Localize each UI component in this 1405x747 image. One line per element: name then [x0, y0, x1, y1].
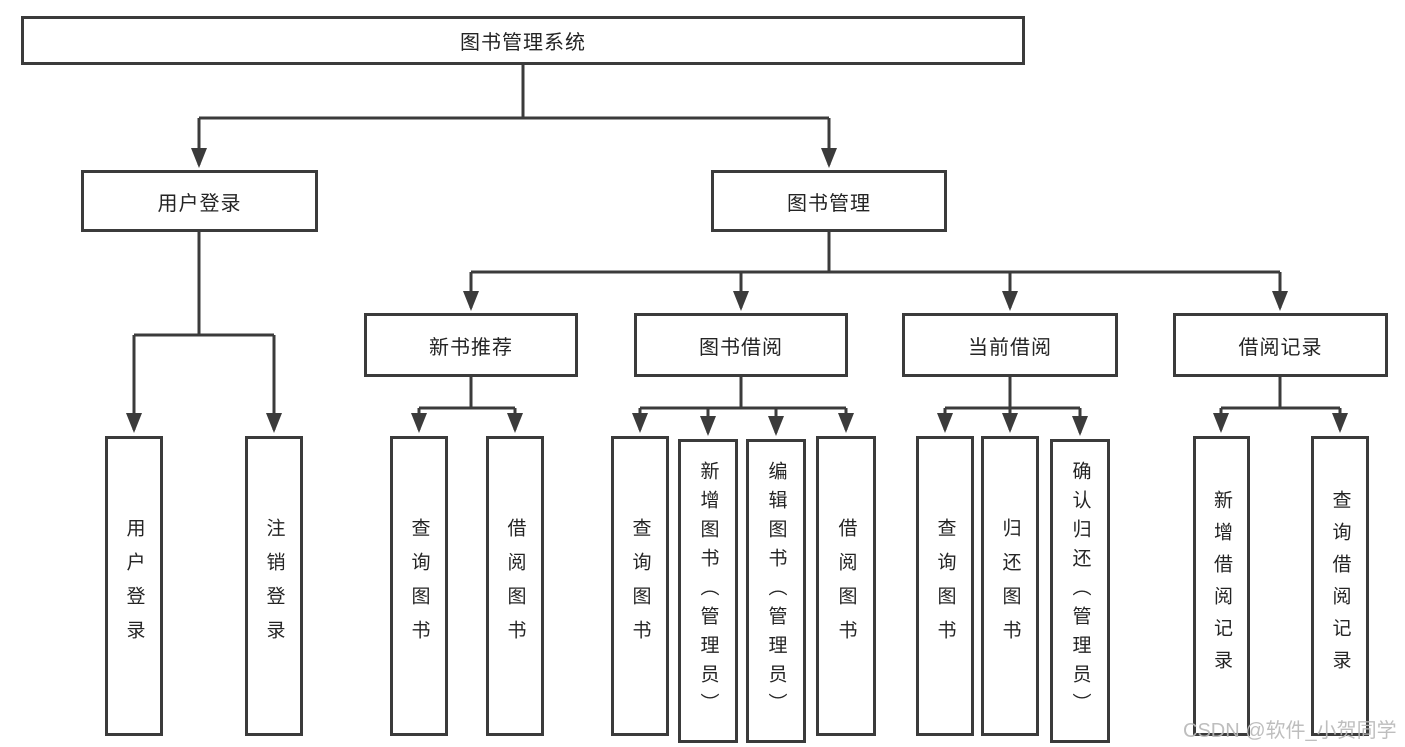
leaf-label: 查询借阅记录: [1329, 490, 1351, 682]
leaf-label: 新增图书（管理员）: [697, 460, 719, 722]
leaf-label: 查询图书: [934, 518, 956, 654]
csdn-watermark: CSDN @软件_小贺同学: [1183, 720, 1397, 742]
node-book-management-branch: 图书管理: [711, 170, 947, 232]
node-leaf-add-book-admin: 新增图书（管理员）: [678, 439, 738, 743]
node-leaf-borrow-books-2: 借阅图书: [816, 436, 876, 736]
leaf-label: 新增借阅记录: [1211, 490, 1232, 682]
leaf-label: 借阅图书: [504, 518, 526, 654]
node-leaf-add-borrow-record: 新增借阅记录: [1193, 436, 1250, 736]
node-leaf-logout: 注销登录: [245, 436, 303, 736]
leaf-label: 查询图书: [629, 518, 651, 654]
node-book-borrow: 图书借阅: [634, 313, 848, 377]
leaf-label: 用户登录: [123, 518, 145, 654]
node-leaf-return-book: 归还图书: [981, 436, 1039, 736]
node-current-borrow: 当前借阅: [902, 313, 1118, 377]
leaf-label: 归还图书: [999, 518, 1021, 654]
node-user-login-branch: 用户登录: [81, 170, 318, 232]
leaf-label: 借阅图书: [835, 518, 857, 654]
node-borrow-records: 借阅记录: [1173, 313, 1388, 377]
leaf-label: 注销登录: [263, 518, 285, 654]
node-new-book-recommend: 新书推荐: [364, 313, 578, 377]
node-leaf-confirm-return-admin: 确认归还（管理员）: [1050, 439, 1110, 743]
leaf-label: 编辑图书（管理员）: [765, 460, 787, 722]
node-leaf-borrow-books-1: 借阅图书: [486, 436, 544, 736]
node-leaf-query-borrow-record: 查询借阅记录: [1311, 436, 1369, 736]
node-leaf-edit-book-admin: 编辑图书（管理员）: [746, 439, 806, 743]
node-leaf-query-books-3: 查询图书: [916, 436, 974, 736]
node-leaf-user-login: 用户登录: [105, 436, 163, 736]
leaf-label: 确认归还（管理员）: [1069, 460, 1091, 722]
node-library-management-system: 图书管理系统: [21, 16, 1025, 65]
node-leaf-query-books-2: 查询图书: [611, 436, 669, 736]
node-leaf-query-books-1: 查询图书: [390, 436, 448, 736]
leaf-label: 查询图书: [408, 518, 430, 654]
tree-edges: [126, 65, 1348, 436]
